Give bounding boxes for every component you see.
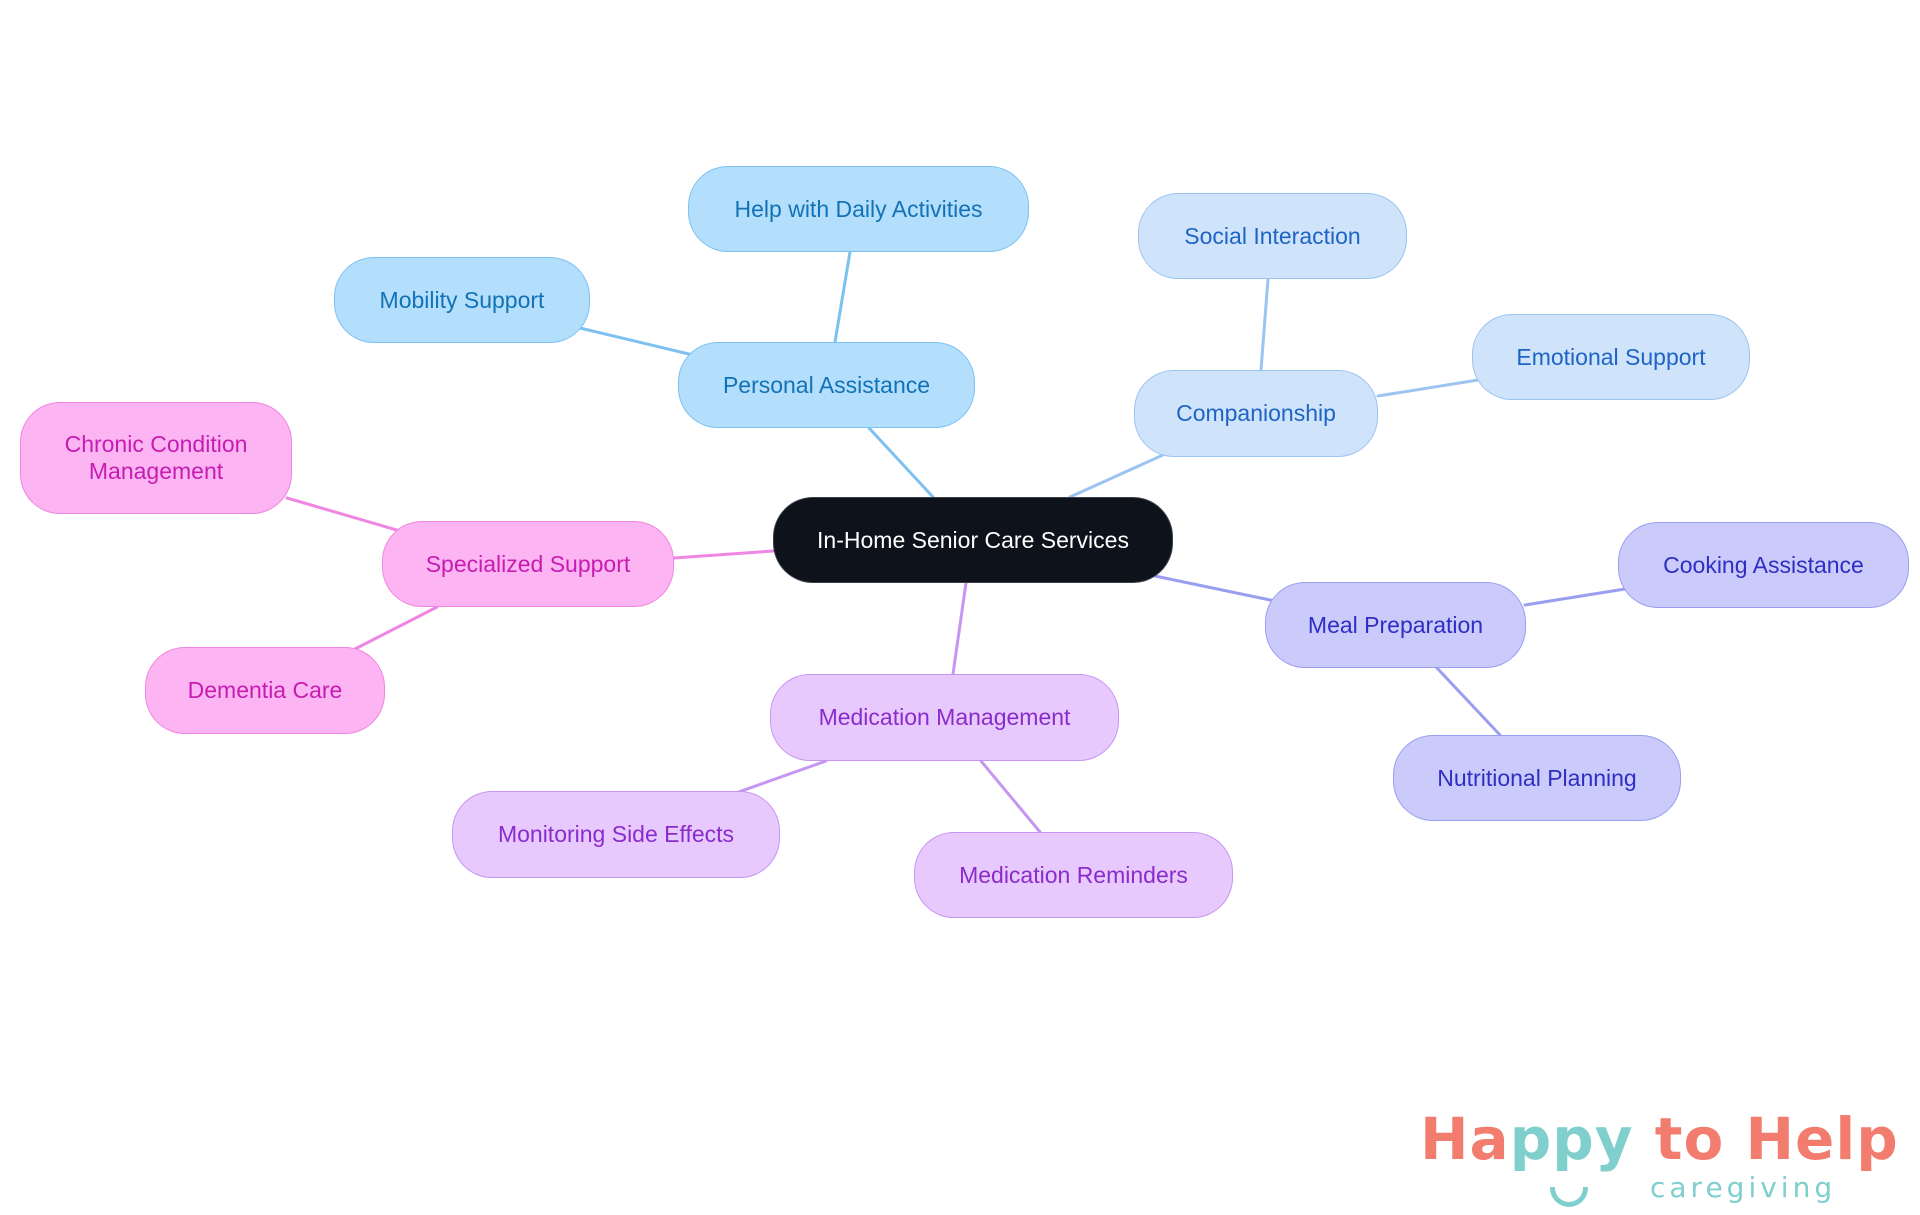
node-companionship[interactable]: Companionship <box>1134 370 1378 457</box>
edge-root-specialized <box>672 549 775 560</box>
node-label: Dementia Care <box>187 677 343 703</box>
edge-root-medication <box>951 581 968 676</box>
logo-text-ha: Ha <box>1420 1105 1510 1173</box>
node-chronic-condition-management[interactable]: Chronic Condition Management <box>20 402 292 514</box>
node-social-interaction[interactable]: Social Interaction <box>1138 193 1407 279</box>
node-label: Medication Reminders <box>959 861 1188 888</box>
node-label: Personal Assistance <box>722 371 931 398</box>
node-specialized-support[interactable]: Specialized Support <box>382 521 674 607</box>
node-nutritional-planning[interactable]: Nutritional Planning <box>1393 735 1681 821</box>
node-label: Mobility Support <box>379 286 545 313</box>
edge-medication-sideeffects <box>731 759 828 796</box>
node-label: Nutritional Planning <box>1437 764 1637 791</box>
node-label: Monitoring Side Effects <box>497 821 735 847</box>
logo-subtitle: caregiving <box>1650 1171 1837 1204</box>
edge-specialized-dementia <box>351 605 439 652</box>
logo-text-ppy: ppy <box>1509 1105 1634 1173</box>
edge-personal-daily <box>833 250 852 344</box>
node-dementia-care[interactable]: Dementia Care <box>145 647 385 734</box>
node-help-with-daily-activities[interactable]: Help with Daily Activities <box>688 166 1029 252</box>
happy-to-help-logo: Happy to Help caregiving <box>1420 1105 1900 1207</box>
edge-meal-cooking <box>1523 587 1627 607</box>
node-meal-preparation[interactable]: Meal Preparation <box>1265 582 1526 668</box>
edge-specialized-chronic <box>285 496 402 533</box>
edge-root-companionship <box>1068 453 1165 499</box>
root-node-label: In-Home Senior Care Services <box>817 526 1129 553</box>
node-mobility-support[interactable]: Mobility Support <box>334 257 590 343</box>
root-node[interactable]: In-Home Senior Care Services <box>773 497 1173 583</box>
edge-root-meal <box>1153 574 1277 603</box>
node-monitoring-side-effects[interactable]: Monitoring Side Effects <box>452 791 780 878</box>
edge-companionship-social <box>1259 277 1270 372</box>
node-medication-management[interactable]: Medication Management <box>770 674 1119 761</box>
node-label: Social Interaction <box>1184 222 1361 249</box>
node-label: Emotional Support <box>1516 343 1706 370</box>
edge-medication-reminders <box>979 759 1042 834</box>
node-label: Companionship <box>1176 400 1336 426</box>
node-label: Medication Management <box>818 704 1071 730</box>
node-medication-reminders[interactable]: Medication Reminders <box>914 832 1233 918</box>
smile-icon <box>1550 1187 1588 1207</box>
node-label: Help with Daily Activities <box>734 195 983 222</box>
node-emotional-support[interactable]: Emotional Support <box>1472 314 1750 400</box>
logo-text-to-help: to Help <box>1633 1105 1899 1173</box>
logo-wordmark: Happy to Help <box>1420 1105 1899 1173</box>
node-cooking-assistance[interactable]: Cooking Assistance <box>1618 522 1909 608</box>
node-label: Chronic Condition Management <box>64 431 248 484</box>
edge-meal-nutrition <box>1435 666 1502 737</box>
edge-root-personal <box>867 426 935 499</box>
node-personal-assistance[interactable]: Personal Assistance <box>678 342 975 428</box>
edge-personal-mobility <box>578 326 695 357</box>
node-label: Specialized Support <box>425 550 631 577</box>
node-label: Cooking Assistance <box>1663 551 1864 578</box>
node-label: Meal Preparation <box>1307 611 1484 638</box>
edge-companionship-emotional <box>1376 378 1480 398</box>
